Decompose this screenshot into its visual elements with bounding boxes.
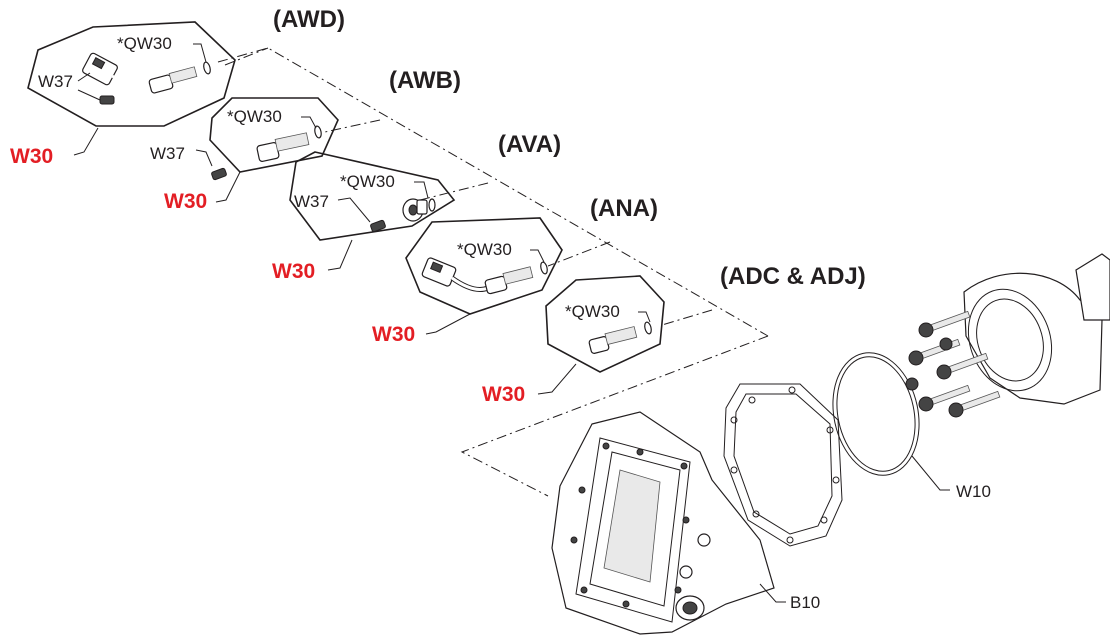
group-ana: *QW30 W30 (ANA) <box>372 195 658 346</box>
gasket <box>723 383 843 547</box>
ava-w37-label: W37 <box>294 192 329 211</box>
group-ava: *QW30 W37 W30 (AVA) <box>272 131 561 283</box>
adc-variant-title: (ADC & ADJ) <box>720 263 866 290</box>
ana-outline <box>405 217 563 315</box>
ava-sensor-icon <box>370 198 436 233</box>
o-ring-w10: W10 <box>832 352 991 501</box>
awb-sensor-icon <box>256 125 322 162</box>
group-awd: *QW30 W37 W30 (AWD) <box>10 6 345 168</box>
awd-qw30-label: *QW30 <box>117 34 172 53</box>
awd-w37-label: W37 <box>38 72 73 91</box>
awb-variant-title: (AWB) <box>389 67 461 94</box>
ava-variant-title: (AVA) <box>498 131 561 158</box>
adc-sensor-icon <box>588 321 652 354</box>
adc-outline <box>545 275 665 373</box>
awb-screw-icon <box>211 167 227 181</box>
awd-outline <box>27 21 236 127</box>
ana-qw30-label: *QW30 <box>457 240 512 259</box>
awb-w37-label: W37 <box>150 144 185 163</box>
ava-w30-label: W30 <box>272 260 315 283</box>
motor-assembly <box>905 253 1110 418</box>
awb-w30-label: W30 <box>164 190 207 213</box>
bolt-set <box>905 310 1001 418</box>
adc-w30-label: W30 <box>482 383 525 406</box>
awd-sensor-icon <box>82 52 211 105</box>
ana-sensor-icon <box>421 257 548 295</box>
guide-lines <box>217 47 769 497</box>
w10-label: W10 <box>956 482 991 501</box>
ava-qw30-label: *QW30 <box>340 172 395 191</box>
ana-w30-label: W30 <box>372 323 415 346</box>
awb-outline <box>209 97 339 173</box>
ana-variant-title: (ANA) <box>590 195 658 222</box>
group-awb: *QW30 W37 W30 (AWB) <box>150 67 461 213</box>
awd-variant-title: (AWD) <box>273 6 345 33</box>
awb-qw30-label: *QW30 <box>227 107 282 126</box>
housing-bolt-holes <box>570 442 690 608</box>
housing-b10: B10 <box>551 411 820 635</box>
group-adc-adj: *QW30 W30 (ADC & ADJ) <box>482 263 866 406</box>
adc-qw30-label: *QW30 <box>565 302 620 321</box>
ava-outline <box>289 151 456 241</box>
awd-w30-label: W30 <box>10 145 53 168</box>
b10-label: B10 <box>790 593 820 612</box>
